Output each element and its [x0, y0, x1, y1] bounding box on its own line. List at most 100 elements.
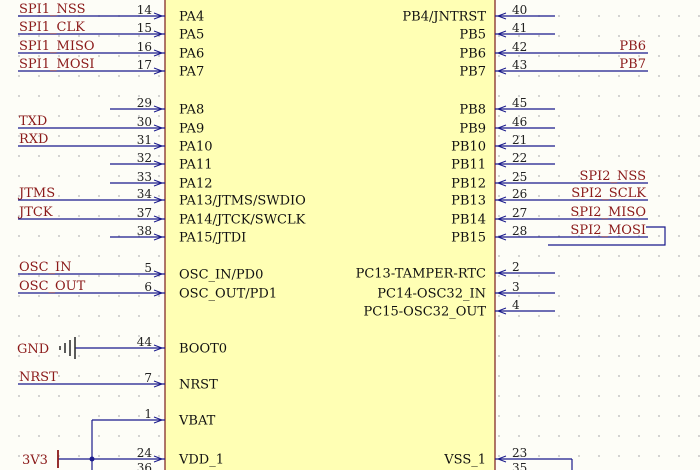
pin-marker-46	[496, 124, 507, 132]
pin-name-PC13-TAMPER-RTC: PC13-TAMPER-RTC	[356, 267, 486, 282]
pin-marker-28	[496, 233, 507, 241]
pin-marker-40	[496, 12, 507, 20]
pin-name-BOOT0: BOOT0	[179, 342, 227, 357]
pin-name-PB13: PB13	[451, 194, 486, 209]
pin-number-35: 35	[512, 461, 527, 470]
pin-marker-17	[153, 67, 164, 75]
pin-name-PC15-OSC32_OUT: PC15-OSC32_OUT	[364, 305, 487, 320]
pin-number-42: 42	[512, 40, 527, 54]
pin-number-46: 46	[512, 115, 527, 129]
net-label-JTMS: JTMS	[17, 186, 55, 201]
pin-name-PA8: PA8	[179, 103, 204, 118]
pin-number-37: 37	[137, 206, 152, 220]
pin-number-22: 22	[512, 151, 527, 165]
net-label-3V3: 3V3	[22, 453, 48, 468]
pin-marker-23	[496, 455, 507, 463]
pin-name-PA15/JTDI: PA15/JTDI	[179, 231, 246, 246]
pin-marker-42	[496, 49, 507, 57]
net-label-SPI1_CLK: SPI1_CLK	[19, 20, 85, 35]
pin-name-PB11: PB11	[451, 158, 486, 173]
pin-name-PB8: PB8	[459, 103, 486, 118]
net-label-SPI2_MOSI: SPI2_MOSI	[570, 223, 646, 238]
pin-name-NRST: NRST	[179, 378, 218, 393]
pin-number-6: 6	[144, 280, 152, 294]
pin-name-PB10: PB10	[451, 140, 486, 155]
pin-marker-31	[153, 142, 164, 150]
pin-name-PB5: PB5	[459, 28, 486, 43]
pin-number-23: 23	[512, 446, 527, 460]
pin-marker-32	[153, 160, 164, 168]
pin-marker-45	[496, 105, 507, 113]
pin-number-29: 29	[137, 96, 152, 110]
pin-number-36: 36	[137, 461, 152, 470]
net-label-SPI1_NSS: SPI1_NSS	[19, 2, 86, 17]
pin-number-28: 28	[512, 224, 527, 238]
pin-name-OSC_OUT/PD1: OSC_OUT/PD1	[179, 287, 277, 302]
pin-name-PA11: PA11	[179, 158, 212, 173]
pin-number-32: 32	[137, 151, 152, 165]
pin-number-1: 1	[144, 407, 152, 421]
pin-marker-37	[153, 215, 164, 223]
pin-name-VSS_1: VSS_1	[443, 453, 486, 468]
pin-number-43: 43	[512, 58, 527, 72]
pin-number-24: 24	[137, 446, 153, 460]
pin-marker-34	[153, 196, 164, 204]
pin-marker-16	[153, 49, 164, 57]
net-wire-spi2-mosi-box	[548, 226, 666, 246]
pin-number-21: 21	[512, 133, 527, 147]
pin-name-PA6: PA6	[179, 47, 204, 62]
pin-marker-4	[496, 307, 507, 315]
pin-name-PB4/JNTRST: PB4/JNTRST	[402, 10, 486, 25]
pin-number-41: 41	[512, 21, 527, 35]
pin-marker-30	[153, 124, 164, 132]
junction-dot	[89, 456, 95, 462]
pin-name-PA10: PA10	[179, 140, 212, 155]
pin-marker-41	[496, 30, 507, 38]
pin-number-16: 16	[137, 40, 152, 54]
pin-number-2: 2	[512, 260, 520, 274]
pin-marker-1	[153, 416, 164, 424]
pin-marker-3	[496, 289, 507, 297]
pin-marker-2	[496, 269, 507, 277]
pin-marker-21	[496, 142, 507, 150]
net-label-TXD: TXD	[19, 114, 47, 129]
net-label-SPI1_MOSI: SPI1_MOSI	[19, 57, 95, 72]
symbols-layer	[57, 337, 95, 468]
net-label-OSC_IN: OSC_IN	[19, 260, 72, 275]
pin-name-PB6: PB6	[459, 47, 486, 62]
pin-marker-25	[496, 179, 507, 187]
pin-number-4: 4	[512, 298, 520, 312]
net-label-SPI2_SCLK: SPI2_SCLK	[571, 186, 646, 201]
pin-marker-14	[153, 12, 164, 20]
pin-number-27: 27	[512, 206, 527, 220]
net-label-SPI2_MISO: SPI2_MISO	[570, 205, 646, 220]
pin-marker-38	[153, 233, 164, 241]
pin-marker-29	[153, 105, 164, 113]
pin-number-45: 45	[512, 96, 527, 110]
pin-number-25: 25	[512, 170, 527, 184]
pin-marker-6	[153, 289, 164, 297]
pin-name-PC14-OSC32_IN: PC14-OSC32_IN	[377, 287, 486, 302]
pin-marker-15	[153, 30, 164, 38]
pin-marker-43	[496, 67, 507, 75]
pin-name-PB9: PB9	[459, 122, 486, 137]
net-label-RXD: RXD	[19, 132, 48, 147]
pin-number-33: 33	[137, 170, 152, 184]
net-label-PB7: PB7	[619, 57, 646, 72]
pin-name-OSC_IN/PD0: OSC_IN/PD0	[179, 268, 263, 283]
net-label-OSC_OUT: OSC_OUT	[19, 279, 86, 294]
pin-marker-7	[153, 380, 164, 388]
pin-marker-24	[153, 455, 164, 463]
pin-name-PA13/JTMS/SWDIO: PA13/JTMS/SWDIO	[179, 194, 306, 209]
pin-number-5: 5	[144, 261, 152, 275]
pin-name-PA9: PA9	[179, 122, 204, 137]
pin-name-PB12: PB12	[451, 177, 486, 192]
pin-name-PB7: PB7	[459, 65, 486, 80]
pin-number-14: 14	[137, 3, 153, 17]
pin-marker-44	[153, 344, 164, 352]
net-label-JTCK: JTCK	[17, 205, 53, 220]
pin-number-15: 15	[137, 21, 152, 35]
pin-number-30: 30	[137, 115, 152, 129]
pin-number-34: 34	[137, 187, 153, 201]
